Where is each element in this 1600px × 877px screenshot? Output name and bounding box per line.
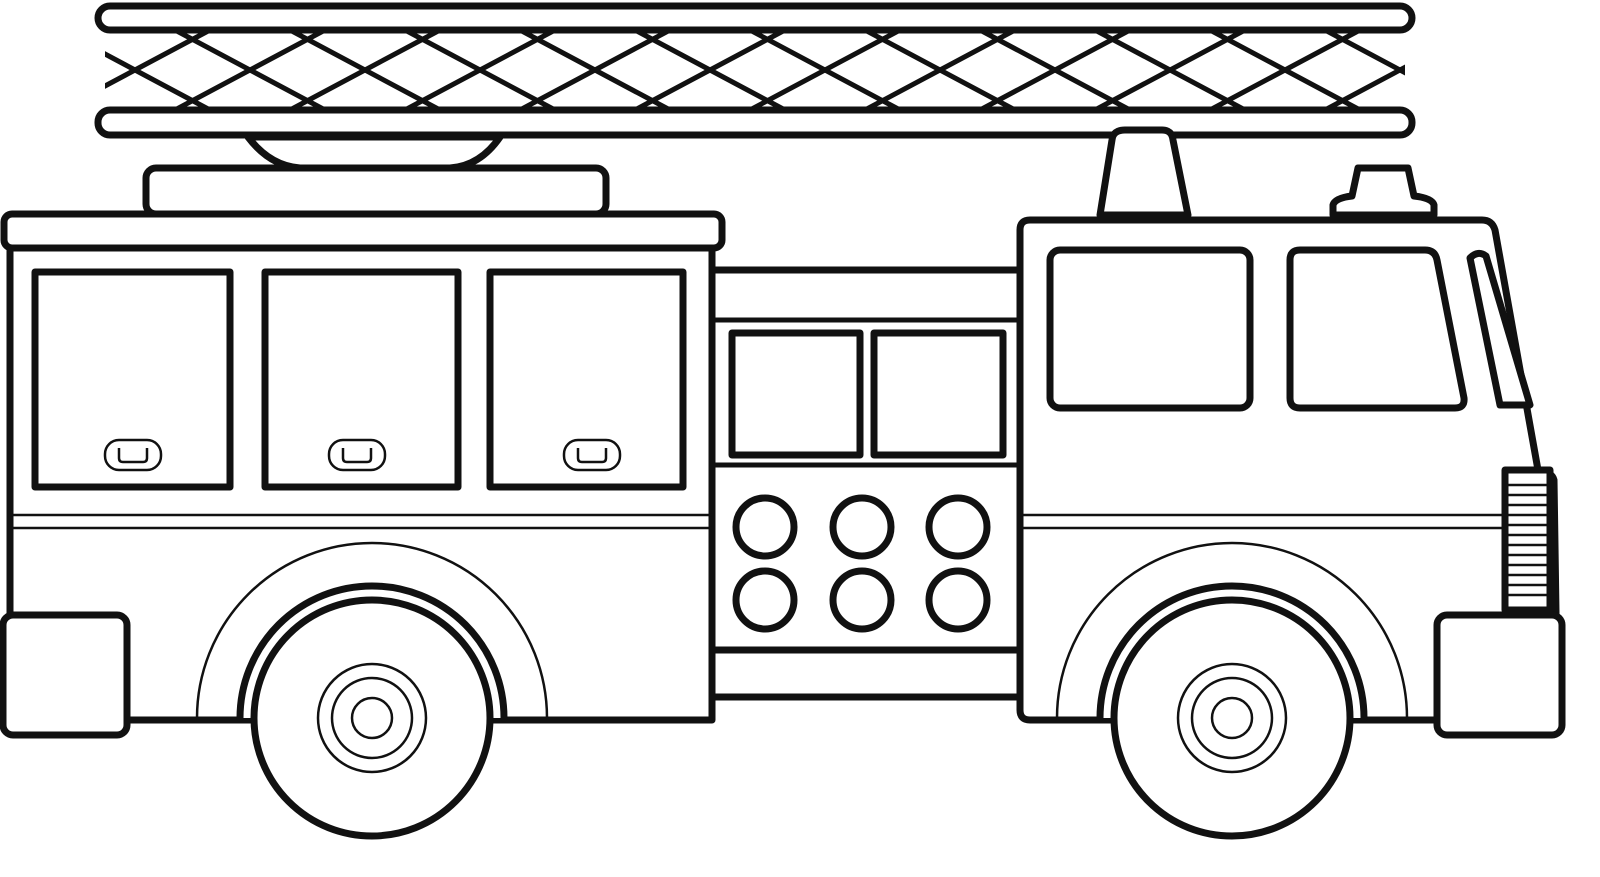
rear-body — [0, 210, 726, 739]
tire — [250, 596, 494, 840]
door-handle — [103, 438, 163, 472]
ladder — [94, 2, 1590, 139]
ladder-rung — [517, 28, 673, 112]
compartment-door — [486, 268, 687, 491]
valve — [732, 494, 798, 560]
compartment-door — [261, 268, 462, 491]
valve — [925, 567, 991, 633]
ladder-rung — [1207, 28, 1363, 112]
ladder-bottom-rail — [94, 106, 1416, 139]
tire — [1110, 596, 1354, 840]
beacon-light — [1096, 126, 1192, 219]
ladder-rung — [1092, 28, 1248, 112]
rim-inner — [1190, 676, 1274, 760]
fender-outline — [195, 541, 549, 719]
ladder-rung — [747, 28, 903, 112]
wheels — [195, 541, 1409, 840]
step-bumper — [695, 646, 1039, 701]
side-window — [728, 329, 864, 459]
rim — [1176, 662, 1288, 774]
valve — [925, 494, 991, 560]
valve — [732, 567, 798, 633]
cab-window — [1046, 246, 1254, 412]
door-handle-grip — [117, 448, 149, 464]
windshield — [1466, 249, 1534, 409]
compartment-door — [31, 268, 234, 491]
cab — [1016, 126, 1566, 739]
ladder-rung — [977, 28, 1133, 112]
ladder-rung — [402, 28, 558, 112]
door-handle-grip — [341, 448, 373, 464]
side-window — [870, 329, 1007, 459]
ladder-top-rail — [94, 2, 1416, 34]
valve — [829, 567, 895, 633]
compartments — [31, 268, 687, 491]
ladder-rung — [1322, 64, 1405, 112]
rim-inner — [330, 676, 414, 760]
ladder-rung — [632, 28, 788, 112]
fender-outline — [1055, 541, 1409, 719]
roof-rail — [0, 210, 726, 252]
ladder-rung — [862, 28, 1018, 112]
rear-bumper — [0, 611, 131, 739]
hub — [1210, 696, 1254, 740]
ladder-rung — [1440, 30, 1590, 110]
hub — [350, 696, 394, 740]
front-bumper — [1433, 611, 1566, 739]
grille — [1501, 466, 1554, 614]
ladder-rung — [105, 28, 213, 89]
valves — [732, 494, 991, 633]
rim — [316, 662, 428, 774]
ladder-rung — [1440, 30, 1590, 110]
grille-slats — [1507, 483, 1548, 597]
ladder-rung — [287, 28, 443, 112]
ladder-turret — [244, 133, 504, 172]
valve — [829, 494, 895, 560]
ladder-rung — [172, 28, 328, 112]
door-handle — [327, 438, 387, 472]
door-handle-grip — [576, 448, 608, 464]
door-handle — [562, 438, 622, 472]
pump-panel — [695, 266, 1039, 701]
roof-light — [1329, 164, 1438, 219]
roof-box — [142, 164, 610, 218]
cab-door-window — [1286, 246, 1468, 412]
ladder-lattice — [105, 28, 1590, 112]
